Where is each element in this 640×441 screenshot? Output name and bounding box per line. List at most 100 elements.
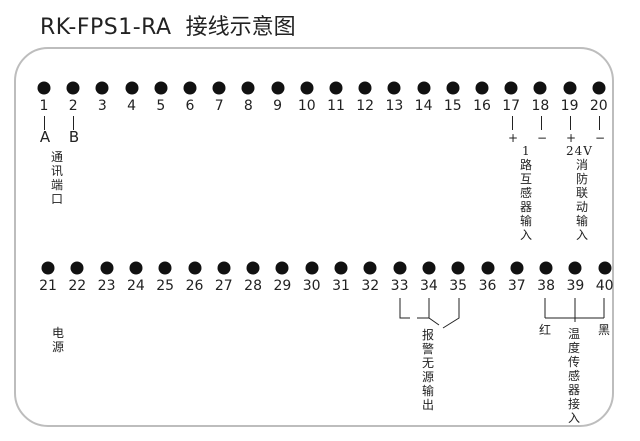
terminal-31-number: 31 bbox=[332, 278, 350, 294]
terminal-8-dot bbox=[241, 81, 255, 95]
terminal-3-number: 3 bbox=[97, 98, 107, 114]
terminal-17-number: 17 bbox=[502, 98, 521, 114]
terminal-30-number: 30 bbox=[302, 278, 321, 294]
terminal-32-dot bbox=[363, 261, 377, 275]
terminal-10-number: 10 bbox=[297, 98, 316, 114]
terminal-8-number: 8 bbox=[243, 98, 253, 114]
terminal-18-number: 18 bbox=[531, 98, 550, 114]
terminal-20-number: 20 bbox=[589, 98, 608, 114]
terminal-32-number: 32 bbox=[361, 278, 380, 294]
terminal-panel bbox=[14, 47, 614, 427]
t19-sign: + bbox=[565, 131, 577, 145]
terminal-15-number: 15 bbox=[443, 98, 462, 114]
terminal-12-number: 12 bbox=[356, 98, 375, 114]
terminal-26-dot bbox=[188, 261, 201, 275]
terminal-16-number: 16 bbox=[473, 98, 491, 114]
terminal-10-dot bbox=[300, 81, 314, 95]
terminal-21-dot bbox=[41, 261, 55, 275]
terminal-37-dot bbox=[510, 261, 524, 275]
terminal-34-number: 34 bbox=[419, 278, 438, 294]
terminal-6-dot bbox=[183, 81, 197, 95]
terminal-11-number: 11 bbox=[327, 98, 345, 114]
terminal-24-dot bbox=[129, 261, 143, 275]
black-wire-label: 黑 bbox=[598, 323, 611, 337]
terminal-6-number: 6 bbox=[185, 98, 195, 114]
terminal-11-dot bbox=[329, 81, 343, 95]
terminal-19-dot bbox=[563, 81, 577, 95]
diagram-caption: 接线示意图 bbox=[185, 15, 296, 40]
t1-letter: A bbox=[39, 128, 51, 146]
diagram-title: RK-FPS1-RA 接线示意图 bbox=[40, 14, 296, 42]
terminal-36-dot bbox=[481, 261, 494, 275]
terminal-24-number: 24 bbox=[126, 278, 145, 294]
terminal-15-dot bbox=[446, 81, 460, 95]
t18-lead bbox=[541, 116, 542, 130]
comm-port-label: 通讯端口 bbox=[50, 150, 63, 206]
terminal-14-number: 14 bbox=[414, 98, 433, 114]
terminal-33-number: 33 bbox=[390, 278, 409, 294]
terminal-4-number: 4 bbox=[127, 98, 137, 114]
terminal-16-dot bbox=[475, 81, 489, 95]
terminal-28-dot bbox=[246, 261, 260, 275]
terminal-39-number: 39 bbox=[566, 278, 585, 294]
terminal-29-number: 29 bbox=[273, 278, 292, 294]
terminal-23-number: 23 bbox=[97, 278, 116, 294]
terminal-33-dot bbox=[393, 261, 407, 275]
terminal-35-number: 35 bbox=[449, 278, 468, 294]
terminal-38-number: 38 bbox=[537, 278, 556, 294]
alarm-output-label: 报警无源输出 bbox=[421, 328, 434, 412]
t20-sign: − bbox=[594, 131, 606, 145]
terminal-20-dot bbox=[592, 81, 606, 95]
red-wire-label: 红 bbox=[539, 323, 552, 337]
terminal-17-dot bbox=[504, 81, 518, 95]
terminal-38-dot bbox=[539, 261, 553, 275]
terminal-25-number: 25 bbox=[156, 278, 175, 294]
terminal-9-number: 9 bbox=[273, 98, 283, 114]
terminal-39-dot bbox=[568, 261, 582, 275]
terminal-40-dot bbox=[598, 261, 612, 275]
terminal-3-dot bbox=[95, 81, 109, 95]
terminal-2-dot bbox=[66, 81, 80, 95]
terminal-35-dot bbox=[451, 261, 465, 275]
terminal-2-number: 2 bbox=[68, 98, 78, 114]
fire-link-label: 消防联动输入 bbox=[575, 158, 588, 242]
terminal-7-dot bbox=[212, 81, 226, 95]
terminal-19-number: 19 bbox=[560, 98, 579, 114]
terminal-4-dot bbox=[125, 81, 139, 95]
terminal-1-number: 1 bbox=[39, 98, 49, 114]
terminal-26-number: 26 bbox=[185, 278, 204, 294]
terminal-34-dot bbox=[422, 261, 436, 275]
power-label: 电源 bbox=[51, 326, 64, 354]
terminal-5-number: 5 bbox=[156, 98, 166, 114]
t19-lead bbox=[570, 116, 571, 130]
terminal-22-dot bbox=[70, 261, 84, 275]
temp-sensor-label: 温度传感器接入 bbox=[567, 327, 580, 425]
terminal-29-dot bbox=[275, 261, 289, 275]
terminal-28-number: 28 bbox=[244, 278, 263, 294]
terminal-14-dot bbox=[417, 81, 431, 95]
terminal-1-dot bbox=[37, 81, 51, 95]
t2-lead bbox=[73, 116, 74, 130]
terminal-30-dot bbox=[305, 261, 319, 275]
terminal-7-number: 7 bbox=[214, 98, 224, 114]
terminal-31-dot bbox=[334, 261, 348, 275]
t17-sign: + bbox=[507, 131, 519, 145]
terminal-23-dot bbox=[100, 261, 114, 275]
model-name: RK-FPS1-RA bbox=[40, 15, 172, 40]
terminal-13-dot bbox=[387, 81, 401, 95]
terminal-25-dot bbox=[158, 261, 172, 275]
fire-link-voltage: 24V bbox=[566, 144, 593, 158]
t18-sign: − bbox=[536, 131, 548, 145]
terminal-12-dot bbox=[358, 81, 372, 95]
terminal-21-number: 21 bbox=[39, 278, 57, 294]
terminal-27-number: 27 bbox=[214, 278, 233, 294]
t20-lead bbox=[599, 116, 600, 130]
terminal-36-number: 36 bbox=[478, 278, 497, 294]
terminal-22-number: 22 bbox=[68, 278, 87, 294]
terminal-37-number: 37 bbox=[507, 278, 526, 294]
t17-lead bbox=[512, 116, 513, 130]
ct-input-label: 路互感器输入 bbox=[519, 158, 532, 242]
ct-input-number: 1 bbox=[522, 144, 530, 158]
terminal-40-number: 40 bbox=[595, 278, 614, 294]
terminal-27-dot bbox=[217, 261, 231, 275]
